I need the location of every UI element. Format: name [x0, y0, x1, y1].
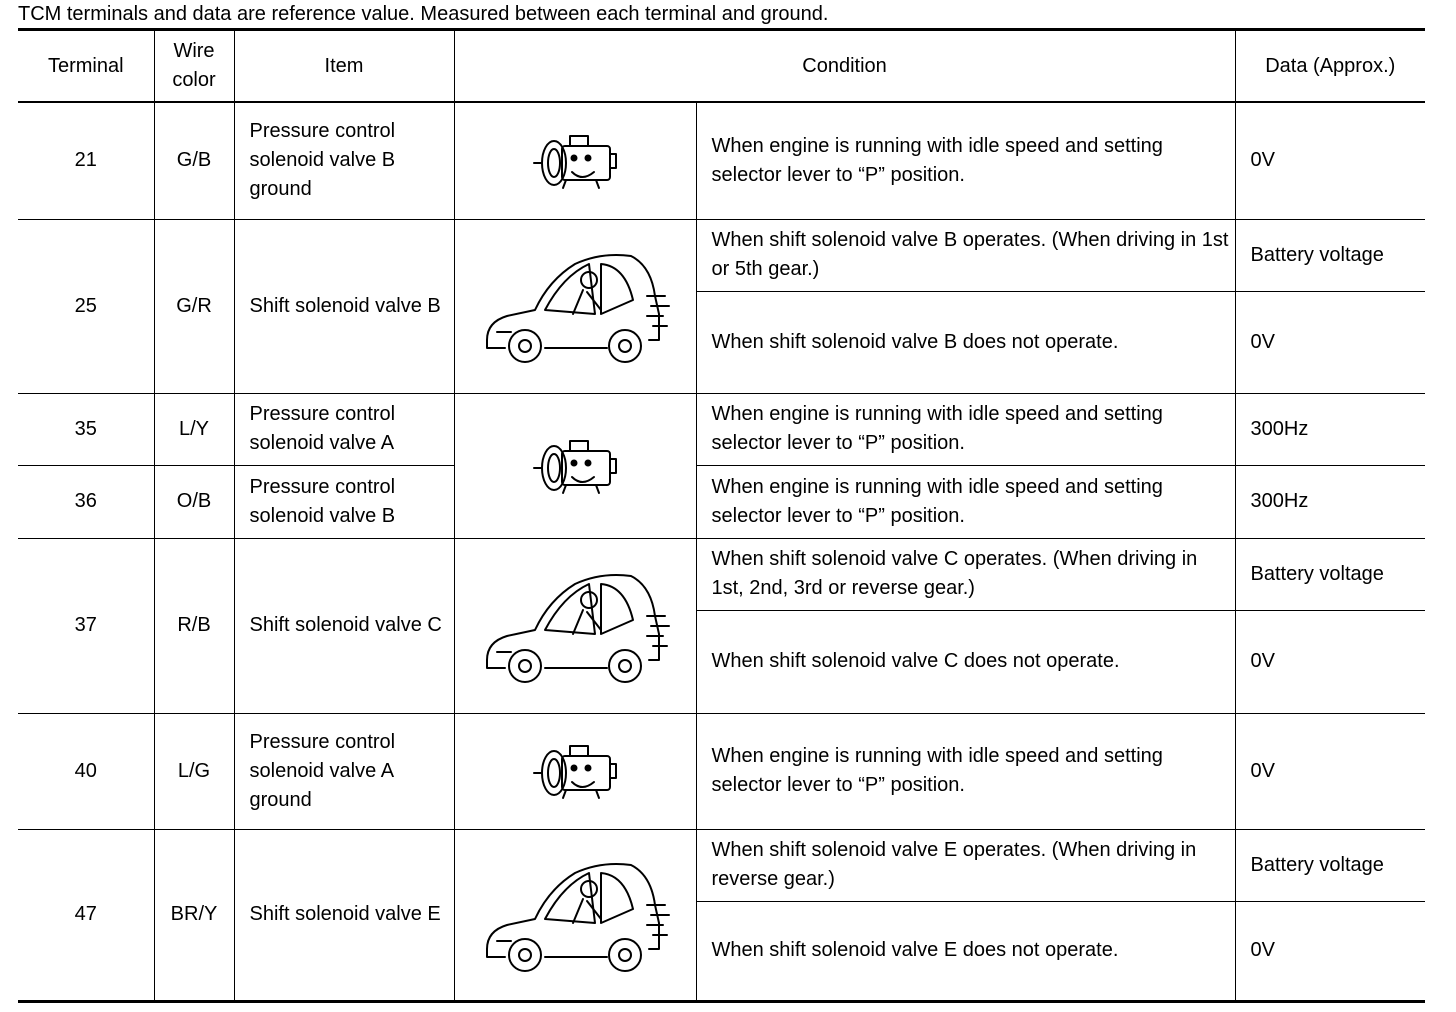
data-cell: 0V	[1234, 290, 1426, 394]
item-cell: Shift solenoid valve E	[233, 828, 455, 1002]
condition-cell: When engine is running with idle speed a…	[695, 101, 1236, 220]
item-cell: Pressure control solenoid valve A ground	[233, 712, 455, 830]
data-cell: 0V	[1234, 712, 1426, 830]
item-cell: Shift solenoid valve B	[233, 218, 455, 394]
condition-cell: When shift solenoid valve E does not ope…	[696, 900, 1236, 1002]
table-row: 21 G/B Pressure control solenoid valve B…	[18, 101, 1426, 220]
table-row: 47 BR/Y Shift solenoid valve E When shif…	[18, 828, 1426, 1002]
header-condition: Condition	[453, 29, 1236, 103]
condition-cell: When engine is running with idle speed a…	[695, 392, 1236, 466]
driving-car-icon	[486, 573, 670, 683]
data-cell: 0V	[1234, 900, 1426, 1002]
wire-color-cell: O/B	[153, 464, 235, 539]
driving-car-icon	[486, 862, 670, 972]
terminal-cell: 21	[18, 101, 155, 220]
condition-cell: When engine is running with idle speed a…	[695, 712, 1236, 830]
engine-icon	[533, 439, 617, 494]
terminal-cell: 37	[18, 537, 155, 714]
wire-color-cell: G/R	[153, 218, 235, 394]
table-row: When shift solenoid valve B does not ope…	[18, 290, 1426, 394]
data-cell: 0V	[1234, 101, 1426, 220]
table-row: 36 O/B Pressure control solenoid valve B…	[18, 464, 1426, 539]
terminal-cell: 35	[18, 392, 155, 466]
terminal-cell: 47	[18, 828, 155, 1002]
table-row: When shift solenoid valve C does not ope…	[18, 609, 1426, 714]
header-terminal: Terminal	[18, 29, 155, 103]
condition-cell: When shift solenoid valve C operates. (W…	[695, 537, 1236, 611]
data-cell: 0V	[1234, 609, 1426, 714]
condition-cell: When shift solenoid valve E operates. (W…	[695, 828, 1236, 902]
data-cell: Battery voltage	[1234, 828, 1426, 902]
terminal-cell: 25	[18, 218, 155, 394]
header-wire-color: Wire color	[153, 29, 235, 103]
table-caption: TCM terminals and data are reference val…	[18, 3, 829, 25]
item-cell: Pressure control solenoid valve B	[233, 464, 455, 539]
tcm-terminal-table: Terminal Wire color Item Condition Data …	[18, 28, 1426, 1003]
table-row: 37 R/B Shift solenoid valve C When shift…	[18, 537, 1426, 714]
driving-car-icon	[486, 254, 670, 363]
condition-cell: When shift solenoid valve C does not ope…	[696, 609, 1236, 714]
header-wire-color-text: Wire color	[172, 40, 216, 91]
engine-icon	[533, 745, 617, 799]
condition-icon-cell	[453, 712, 697, 830]
data-cell: Battery voltage	[1234, 537, 1426, 611]
table-row: When shift solenoid valve E does not ope…	[18, 900, 1426, 1002]
table-row: 40 L/G Pressure control solenoid valve A…	[18, 712, 1426, 830]
header-data: Data (Approx.)	[1234, 29, 1426, 103]
wire-color-cell: L/Y	[153, 392, 235, 466]
header-row: Terminal Wire color Item Condition Data …	[18, 29, 1426, 103]
item-cell: Pressure control solenoid valve A	[233, 392, 455, 466]
data-cell: 300Hz	[1234, 392, 1426, 466]
wire-color-cell: R/B	[153, 537, 235, 714]
wire-color-cell: G/B	[153, 101, 235, 220]
condition-icon-cell	[453, 392, 697, 539]
terminal-cell: 40	[18, 712, 155, 830]
condition-icon-cell	[453, 537, 697, 714]
condition-cell: When engine is running with idle speed a…	[695, 464, 1236, 539]
header-item: Item	[233, 29, 455, 103]
terminal-cell: 36	[18, 464, 155, 539]
data-cell: Battery voltage	[1234, 218, 1426, 292]
wire-color-cell: L/G	[153, 712, 235, 830]
wire-color-cell: BR/Y	[153, 828, 235, 1002]
condition-icon-cell	[453, 101, 697, 220]
table-row: 35 L/Y Pressure control solenoid valve A…	[18, 392, 1426, 539]
condition-icon-cell	[453, 218, 697, 394]
item-cell: Pressure control solenoid valve B ground	[233, 101, 455, 220]
engine-icon	[533, 134, 617, 189]
item-cell: Shift solenoid valve C	[233, 537, 455, 714]
table-row: 25 G/R Shift solenoid valve B When shift…	[18, 218, 1426, 394]
condition-cell: When shift solenoid valve B does not ope…	[696, 290, 1236, 394]
data-cell: 300Hz	[1234, 464, 1426, 539]
condition-icon-cell	[453, 828, 697, 1002]
condition-cell: When shift solenoid valve B operates. (W…	[695, 218, 1236, 292]
